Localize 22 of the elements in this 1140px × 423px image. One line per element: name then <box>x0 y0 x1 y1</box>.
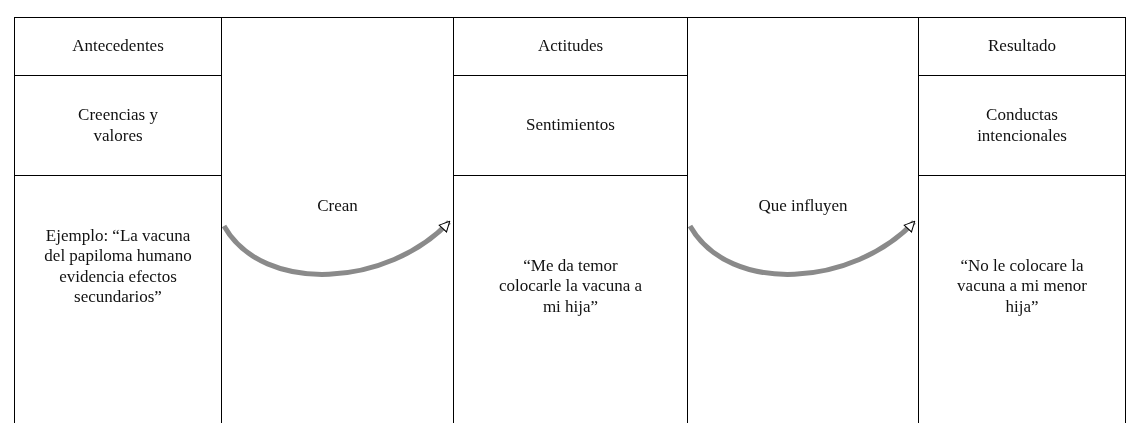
cell-text: Conductas intencionales <box>976 105 1068 146</box>
edge-label: Que influyen <box>757 196 849 216</box>
cell-text: Antecedentes <box>72 36 164 57</box>
table-cell <box>14 75 222 176</box>
table-cell <box>14 17 222 76</box>
cell-text: Creencias y valores <box>77 105 159 146</box>
cell-text: “No le colocare la vacuna a mi menor hija” <box>956 256 1088 318</box>
table-cell <box>918 17 1126 76</box>
table-cell <box>453 175 688 423</box>
edge-label: Crean <box>316 196 359 216</box>
table-cell <box>453 75 688 176</box>
table-cell <box>918 175 1126 423</box>
cell-text: Resultado <box>988 36 1056 57</box>
cell-text: Sentimientos <box>526 115 615 136</box>
cell-text: Actitudes <box>537 36 604 57</box>
curved-arrow <box>688 220 916 277</box>
cell-text: “Me da temor colocarle la vacuna a mi hija” <box>498 256 643 318</box>
cell-text: Ejemplo: “La vacuna del papiloma humano evidencia efectos secundarios” <box>43 226 193 308</box>
table-cell <box>918 75 1126 176</box>
table-cell <box>14 175 222 423</box>
curved-arrow <box>222 220 451 277</box>
table-cell <box>453 17 688 76</box>
